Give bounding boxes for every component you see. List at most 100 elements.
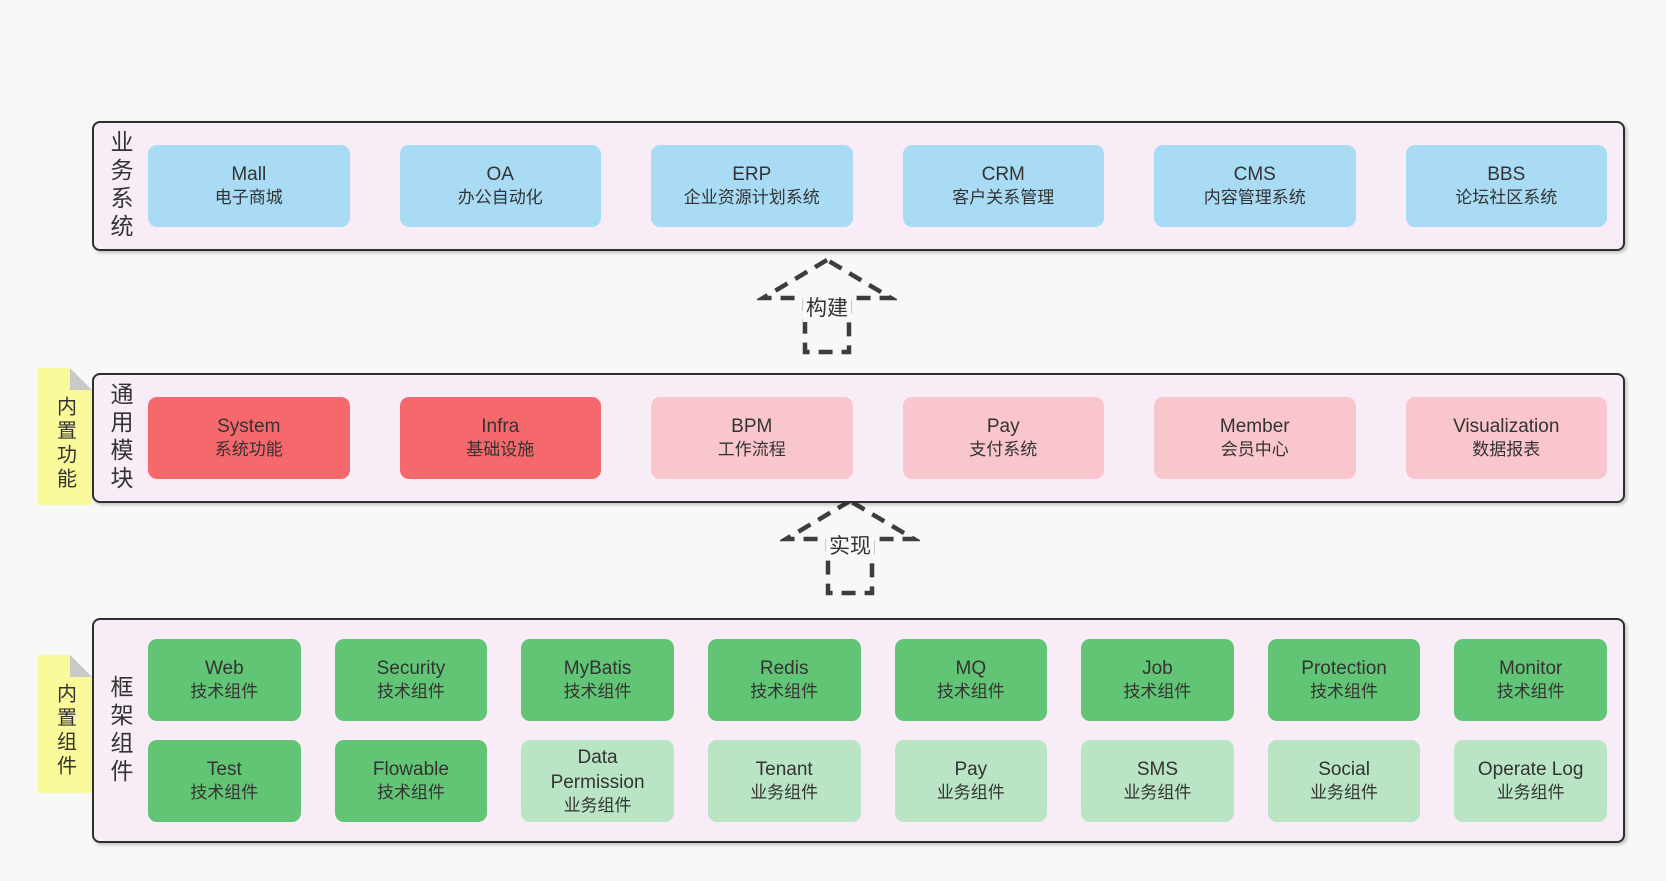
component-desc: 技术组件: [376, 783, 445, 803]
component-box-mq: MQ 技术组件: [894, 639, 1048, 721]
component-name: Test: [206, 759, 242, 781]
arrow-label: 实现: [826, 530, 874, 561]
sticky-note-label: 内置功能: [53, 395, 76, 492]
component-desc: 业务组件: [1310, 783, 1379, 803]
up-arrow-icon: [757, 257, 897, 355]
module-name: BPM: [731, 416, 773, 438]
component-name: Social: [1318, 759, 1370, 781]
component-desc: 技术组件: [190, 783, 259, 803]
module-box-member: Member 会员中心: [1154, 397, 1356, 479]
module-name: CRM: [981, 164, 1025, 186]
module-box-visualization: Visualization 数据报表: [1405, 397, 1607, 479]
component-name: MyBatis: [563, 658, 632, 680]
component-name: Protection: [1301, 658, 1387, 680]
component-box-sms: SMS 业务组件: [1081, 740, 1234, 822]
module-name: Pay: [986, 416, 1020, 438]
module-box-erp: ERP 企业资源计划系统: [651, 145, 853, 227]
module-box-cms: CMS 内容管理系统: [1154, 145, 1356, 227]
module-desc: 电子商城: [214, 188, 283, 208]
component-box-protection: Protection 技术组件: [1267, 639, 1421, 721]
component-name: Web: [204, 658, 244, 680]
module-desc: 客户关系管理: [952, 188, 1055, 208]
component-box-test: Test 技术组件: [148, 740, 301, 822]
sticky-note-label: 内置组件: [53, 683, 76, 779]
module-desc: 内容管理系统: [1203, 188, 1306, 208]
component-box-tenant: Tenant 业务组件: [707, 740, 861, 822]
module-box-bbs: BBS 论坛社区系统: [1405, 145, 1607, 227]
component-desc: 技术组件: [1310, 682, 1379, 702]
band-business-systems: 业务系统 Mall 电子商城 OA 办公自动化 ERP 企业资源计划系统 CRM…: [92, 121, 1625, 251]
component-box-operate-log: Operate Log 业务组件: [1454, 740, 1607, 822]
module-desc: 基础设施: [466, 440, 535, 460]
module-box-pay: Pay 支付系统: [902, 397, 1104, 479]
module-name: OA: [486, 164, 514, 186]
component-name: Job: [1142, 658, 1173, 680]
component-box-mybatis: MyBatis 技术组件: [521, 639, 674, 721]
module-name: Infra: [481, 416, 520, 438]
module-desc: 办公自动化: [457, 188, 543, 208]
component-box-pay: Pay 业务组件: [894, 740, 1048, 822]
module-desc: 数据报表: [1472, 440, 1541, 460]
component-box-security: Security 技术组件: [334, 639, 488, 721]
framework-components-row-2: Test 技术组件 Flowable 技术组件 Data Permission …: [148, 740, 1607, 822]
component-name: SMS: [1136, 759, 1179, 781]
module-desc: 企业资源计划系统: [683, 188, 820, 208]
module-name: ERP: [732, 164, 772, 186]
module-name: CMS: [1233, 164, 1276, 186]
component-box-data-permission: Data Permission 业务组件: [521, 740, 674, 822]
arrow-implement: 实现: [780, 488, 920, 606]
component-desc: 技术组件: [750, 682, 819, 702]
component-name: Security: [376, 658, 446, 680]
component-name: Data Permission: [550, 746, 645, 793]
component-name: Monitor: [1499, 658, 1563, 680]
component-box-web: Web 技术组件: [148, 639, 301, 721]
component-box-redis: Redis 技术组件: [707, 639, 861, 721]
framework-components-rows: Web 技术组件 Security 技术组件 MyBatis 技术组件 Redi…: [148, 639, 1607, 822]
component-desc: 技术组件: [190, 682, 259, 702]
band-framework-components: 框架组件 Web 技术组件 Security 技术组件 MyBatis 技术组件…: [92, 618, 1625, 843]
component-box-social: Social 业务组件: [1267, 740, 1421, 822]
module-box-mall: Mall 电子商城: [148, 145, 350, 227]
module-box-crm: CRM 客户关系管理: [902, 145, 1104, 227]
component-desc: 技术组件: [376, 682, 445, 702]
component-box-job: Job 技术组件: [1081, 639, 1234, 721]
component-desc: 技术组件: [563, 682, 632, 702]
module-name: System: [217, 416, 281, 438]
module-desc: 系统功能: [214, 440, 283, 460]
framework-components-row-1: Web 技术组件 Security 技术组件 MyBatis 技术组件 Redi…: [148, 639, 1607, 721]
arrow-label: 构建: [803, 292, 851, 322]
component-name: Tenant: [755, 759, 813, 781]
module-desc: 工作流程: [717, 440, 786, 460]
component-box-flowable: Flowable 技术组件: [334, 740, 488, 822]
module-box-system: System 系统功能: [148, 397, 350, 479]
module-desc: 论坛社区系统: [1455, 188, 1558, 208]
module-desc: 支付系统: [969, 440, 1038, 460]
business-systems-boxes: Mall 电子商城 OA 办公自动化 ERP 企业资源计划系统 CRM 客户关系…: [148, 145, 1607, 227]
component-desc: 技术组件: [1123, 682, 1192, 702]
component-desc: 业务组件: [1496, 783, 1565, 803]
band-label: 业务系统: [107, 130, 134, 242]
arrow-build: 构建: [757, 256, 897, 356]
module-name: Member: [1219, 416, 1290, 438]
module-box-bpm: BPM 工作流程: [651, 397, 853, 479]
module-name: BBS: [1487, 164, 1526, 186]
module-name: Visualization: [1453, 416, 1560, 438]
component-desc: 技术组件: [1496, 682, 1565, 702]
sticky-note-builtin-features: 内置功能: [38, 368, 92, 505]
component-name: Redis: [759, 658, 809, 680]
component-name: Flowable: [372, 759, 449, 781]
band-common-modules: 通用模块 System 系统功能 Infra 基础设施 BPM 工作流程 Pay…: [92, 373, 1625, 503]
module-desc: 会员中心: [1220, 440, 1289, 460]
component-desc: 业务组件: [936, 783, 1005, 803]
band-label: 通用模块: [107, 382, 134, 494]
sticky-note-builtin-components: 内置组件: [38, 655, 92, 793]
component-name: Operate Log: [1477, 759, 1584, 781]
module-name: Mall: [231, 164, 267, 186]
component-name: Pay: [954, 759, 988, 781]
module-box-oa: OA 办公自动化: [399, 145, 601, 227]
component-desc: 业务组件: [563, 795, 632, 815]
module-box-infra: Infra 基础设施: [399, 397, 601, 479]
component-desc: 技术组件: [936, 682, 1005, 702]
component-name: MQ: [955, 658, 987, 680]
